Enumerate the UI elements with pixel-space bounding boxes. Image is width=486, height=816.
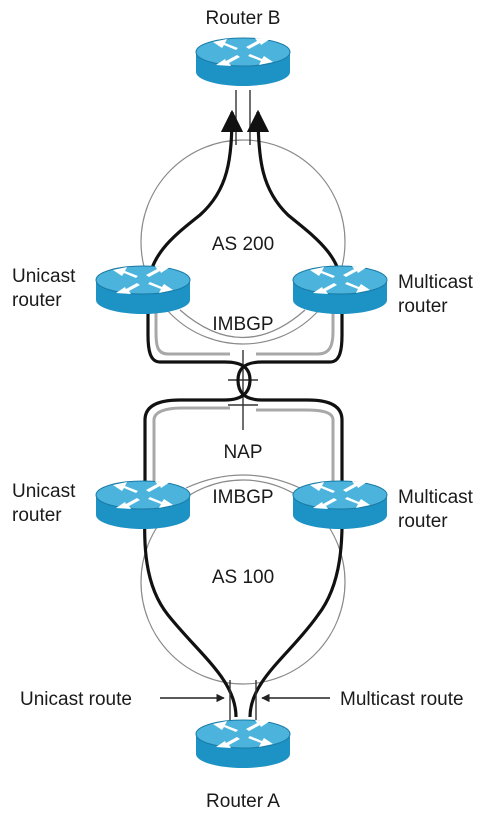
unicast-route-path [143,109,252,718]
multicast-router-bottom-line1: Multicast [398,487,474,508]
unicast-router-top-label: Unicast router [12,266,81,311]
router-a[interactable] [195,719,291,769]
imbgp-link-bottom [185,474,301,489]
unicast-router-top-line1: Unicast [12,266,76,287]
multicast-router-top-label: Multicast router [398,272,478,317]
as100-boundary [140,479,346,685]
router-b-label: Router B [206,8,281,29]
as200-boundary [140,139,346,345]
imbgp-label-top: IMBGP [212,314,273,335]
nap-label: NAP [223,442,262,463]
as100-label: AS 100 [212,567,274,588]
multicast-router-bottom-line2: router [398,511,448,532]
multicast-router-bottom[interactable] [292,480,388,530]
unicast-router-top-line2: router [12,290,62,311]
unicast-router-bottom-line1: Unicast [12,481,76,502]
unicast-route-gray [154,300,335,500]
unicast-router-top[interactable] [95,265,191,315]
router-a-label: Router A [206,791,280,812]
multicast-router-top[interactable] [292,265,388,315]
multicast-router-top-line1: Multicast [398,272,474,293]
unicast-router-bottom-label: Unicast router [12,481,81,526]
as200-label: AS 200 [212,234,274,255]
multicast-router-bottom-label: Multicast router [398,487,478,532]
multicast-route-path [236,109,344,718]
multicast-router-top-line2: router [398,296,448,317]
imbgp-link-top [179,309,306,338]
multicast-route-label: Multicast route [340,689,464,710]
imbgp-label-bottom: IMBGP [212,487,273,508]
unicast-route-label: Unicast route [20,689,132,710]
router-b[interactable] [195,37,291,87]
unicast-router-bottom-line2: router [12,505,62,526]
multicast-route-gray [152,300,335,500]
unicast-router-bottom[interactable] [95,480,191,530]
